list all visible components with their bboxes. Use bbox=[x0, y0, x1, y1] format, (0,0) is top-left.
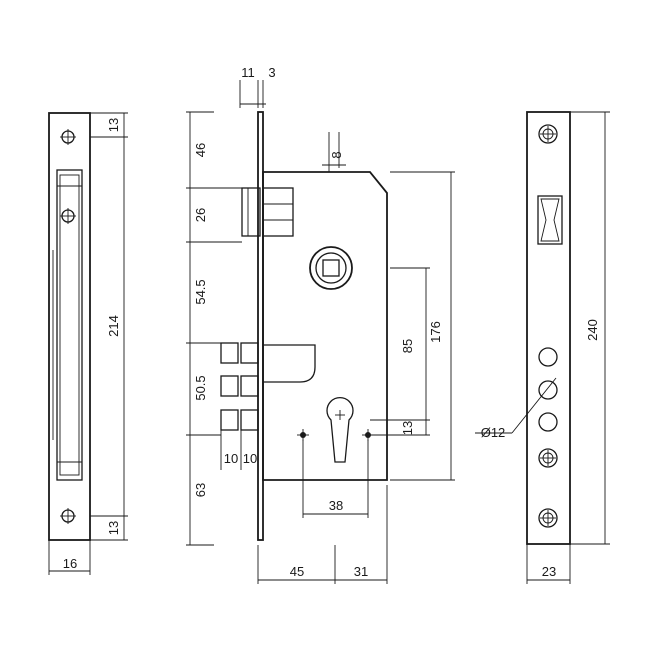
dim-50-5: 50.5 bbox=[193, 375, 208, 400]
front-screw-middle bbox=[538, 448, 558, 468]
dim-26: 26 bbox=[193, 208, 208, 222]
cylinder-hole bbox=[326, 397, 354, 463]
deadbolt bbox=[241, 187, 294, 237]
dim-176: 176 bbox=[428, 321, 443, 343]
deadbolt-opening bbox=[537, 195, 563, 245]
dim-45: 45 bbox=[290, 564, 304, 579]
lock-case bbox=[262, 171, 388, 481]
front-screw-top bbox=[538, 124, 558, 144]
key-follower bbox=[309, 246, 353, 290]
dim-bottom-13: 13 bbox=[106, 521, 121, 535]
dim-85: 85 bbox=[400, 339, 415, 353]
dim-240: 240 bbox=[585, 319, 600, 341]
dim-13-right: 13 bbox=[400, 421, 415, 435]
screw-left bbox=[297, 429, 309, 441]
latch-hole-3 bbox=[538, 412, 558, 432]
dim-height-214: 214 bbox=[106, 315, 121, 337]
dim-8: 8 bbox=[329, 151, 344, 158]
dim-46: 46 bbox=[193, 143, 208, 157]
dim-width-23: 23 bbox=[542, 564, 556, 579]
screw-hole-upper bbox=[60, 208, 76, 224]
screw-hole-top bbox=[60, 129, 76, 145]
dim-63: 63 bbox=[193, 483, 208, 497]
dim-top-13: 13 bbox=[106, 118, 121, 132]
latch-hole-2 bbox=[538, 380, 558, 400]
left-faceplate-view: 13 214 13 16 bbox=[48, 112, 128, 575]
latch-blocks bbox=[220, 342, 259, 431]
dim-hole-diameter: Ø12 bbox=[481, 425, 506, 440]
dim-faceplate-11: 11 bbox=[241, 65, 255, 80]
right-front-view: Ø12 240 23 bbox=[475, 111, 610, 584]
dim-width-16: 16 bbox=[63, 556, 77, 571]
dim-10-left: 10 bbox=[224, 451, 238, 466]
front-screw-bottom bbox=[538, 508, 558, 528]
dim-10-right: 10 bbox=[243, 451, 257, 466]
screw-right bbox=[362, 429, 374, 441]
screw-hole-bottom bbox=[60, 508, 76, 524]
latch-hole-1 bbox=[538, 347, 558, 367]
dim-31: 31 bbox=[354, 564, 368, 579]
dim-gap-3: 3 bbox=[268, 65, 275, 80]
dim-54-5: 54.5 bbox=[193, 279, 208, 304]
dim-38: 38 bbox=[329, 498, 343, 513]
center-lock-body-view: 11 3 46 26 54.5 50.5 63 10 10 8 85 bbox=[186, 65, 455, 584]
